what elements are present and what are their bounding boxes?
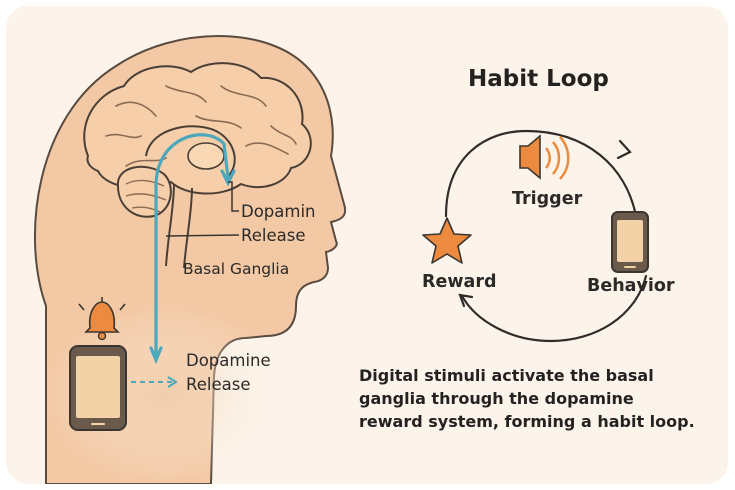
- label-leaders: [165, 181, 240, 237]
- basal-ganglia-label: Basal Ganglia: [183, 260, 290, 278]
- smartphone-icon: [69, 345, 127, 431]
- dopamine-top-label-line2: Release: [241, 226, 306, 245]
- bell-icon: [78, 297, 126, 341]
- dopamine-pathway: [149, 133, 236, 365]
- caption-line: ganglia through the dopamine: [359, 389, 634, 408]
- speaker-icon: [519, 134, 570, 180]
- behavior-label: Behavior: [587, 276, 675, 296]
- dopamine-bottom-label-line1: Dopamine: [186, 351, 271, 370]
- reward-label: Reward: [422, 272, 497, 292]
- caption: Digital stimuli activate the basal gangl…: [359, 364, 719, 433]
- brain: [83, 62, 312, 269]
- star-icon: [422, 217, 472, 264]
- dopamine-top-label-line1: Dopamin: [241, 202, 316, 221]
- dopamine-bottom-label-line2: Release: [186, 375, 251, 394]
- habit-loop-arrows: [444, 129, 648, 343]
- diagram-card: Habit Loop Trigger Reward Behavior Dopam…: [6, 6, 728, 484]
- caption-line: reward system, forming a habit loop.: [359, 412, 695, 431]
- caption-line: Digital stimuli activate the basal: [359, 366, 654, 385]
- behavior-phone-icon: [611, 211, 649, 273]
- habit-loop-title: Habit Loop: [468, 66, 609, 92]
- phone-dashed-arrow: [131, 376, 178, 388]
- trigger-label: Trigger: [512, 189, 583, 209]
- illustration: [33, 35, 649, 484]
